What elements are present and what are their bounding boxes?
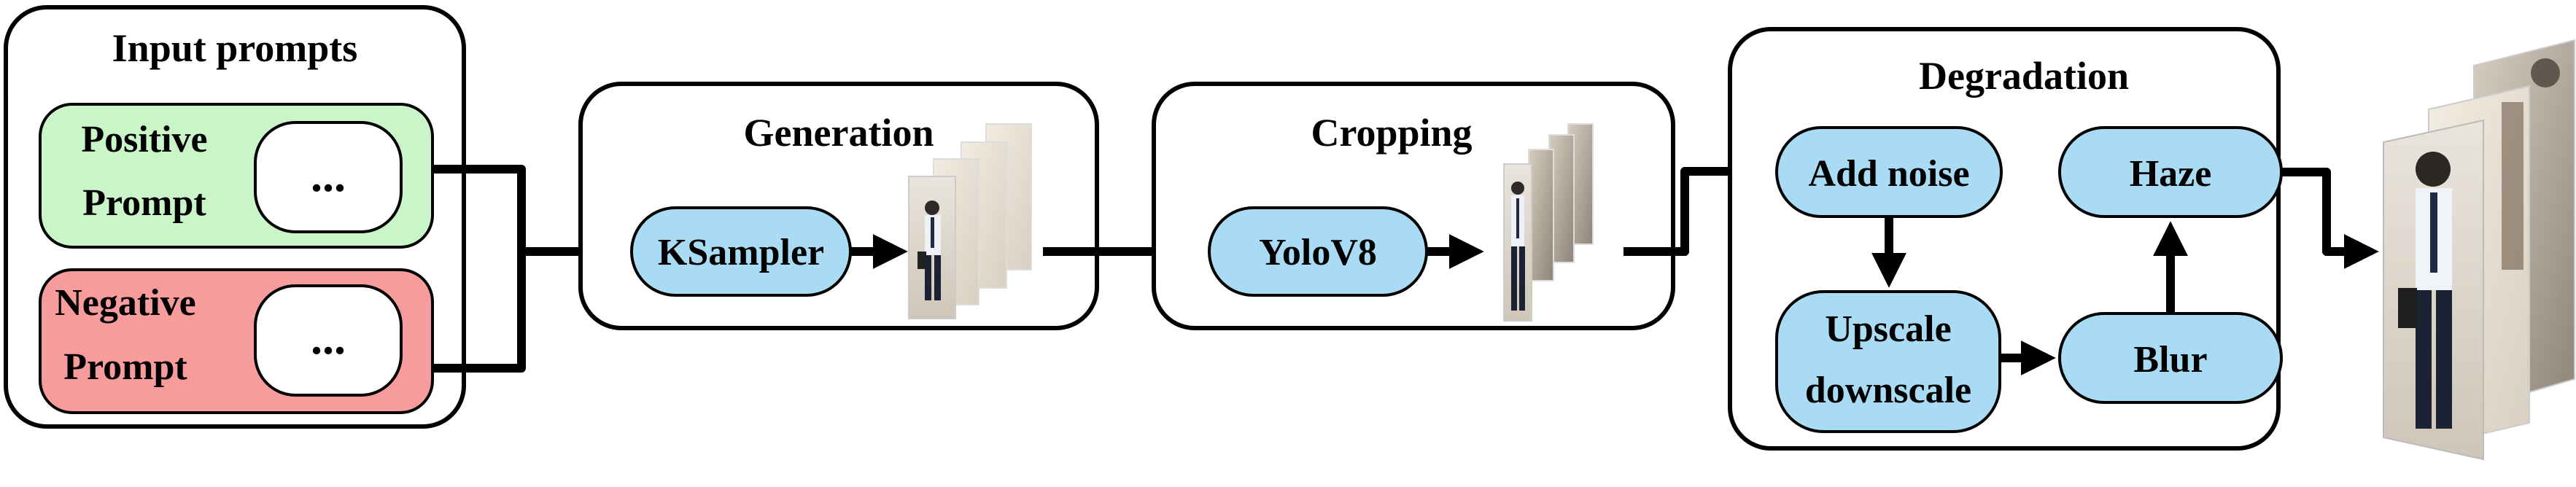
haze-label: Haze — [2130, 153, 2212, 195]
positive-prompt-box: Positive Prompt ... — [39, 103, 434, 249]
add-noise-label: Add noise — [1808, 153, 1969, 195]
degradation-to-output-arrow — [2281, 168, 2379, 269]
negative-prompt-label-line1: Negative — [55, 282, 195, 324]
positive-prompt-label-line2: Prompt — [82, 182, 206, 224]
positive-prompt-ellipsis: ... — [311, 149, 346, 201]
negative-prompt-ellipsis: ... — [311, 312, 346, 364]
degradation-title: Degradation — [1919, 54, 2129, 98]
ksampler-label: KSampler — [658, 232, 824, 273]
generation-title: Generation — [744, 111, 934, 155]
cropped-images-stack — [1503, 123, 1594, 322]
cropping-panel: Cropping YoloV8 — [1152, 82, 1675, 330]
downscale-label: downscale — [1805, 370, 1971, 411]
generation-panel: Generation KSampler — [578, 82, 1099, 330]
output-images-stack — [2383, 39, 2575, 461]
positive-prompt-input[interactable] — [254, 121, 403, 233]
yolov8-label: YoloV8 — [1259, 232, 1377, 273]
generated-image-front — [908, 176, 956, 319]
degradation-panel: Degradation Add noise Upscale downscale … — [1728, 27, 2283, 451]
input-prompts-panel: Input prompts Positive Prompt ... Negati… — [4, 5, 466, 429]
generated-images-stack — [908, 123, 1032, 319]
negative-prompt-box: Negative Prompt ... — [39, 268, 434, 414]
negative-prompt-label-line2: Prompt — [63, 346, 187, 388]
input-prompts-title: Input prompts — [112, 26, 358, 70]
positive-prompt-label-line1: Positive — [81, 119, 207, 160]
cropping-title: Cropping — [1311, 111, 1472, 155]
blur-label: Blur — [2133, 339, 2207, 381]
negative-prompt-input[interactable] — [254, 284, 403, 397]
upscale-label: Upscale — [1825, 308, 1951, 350]
